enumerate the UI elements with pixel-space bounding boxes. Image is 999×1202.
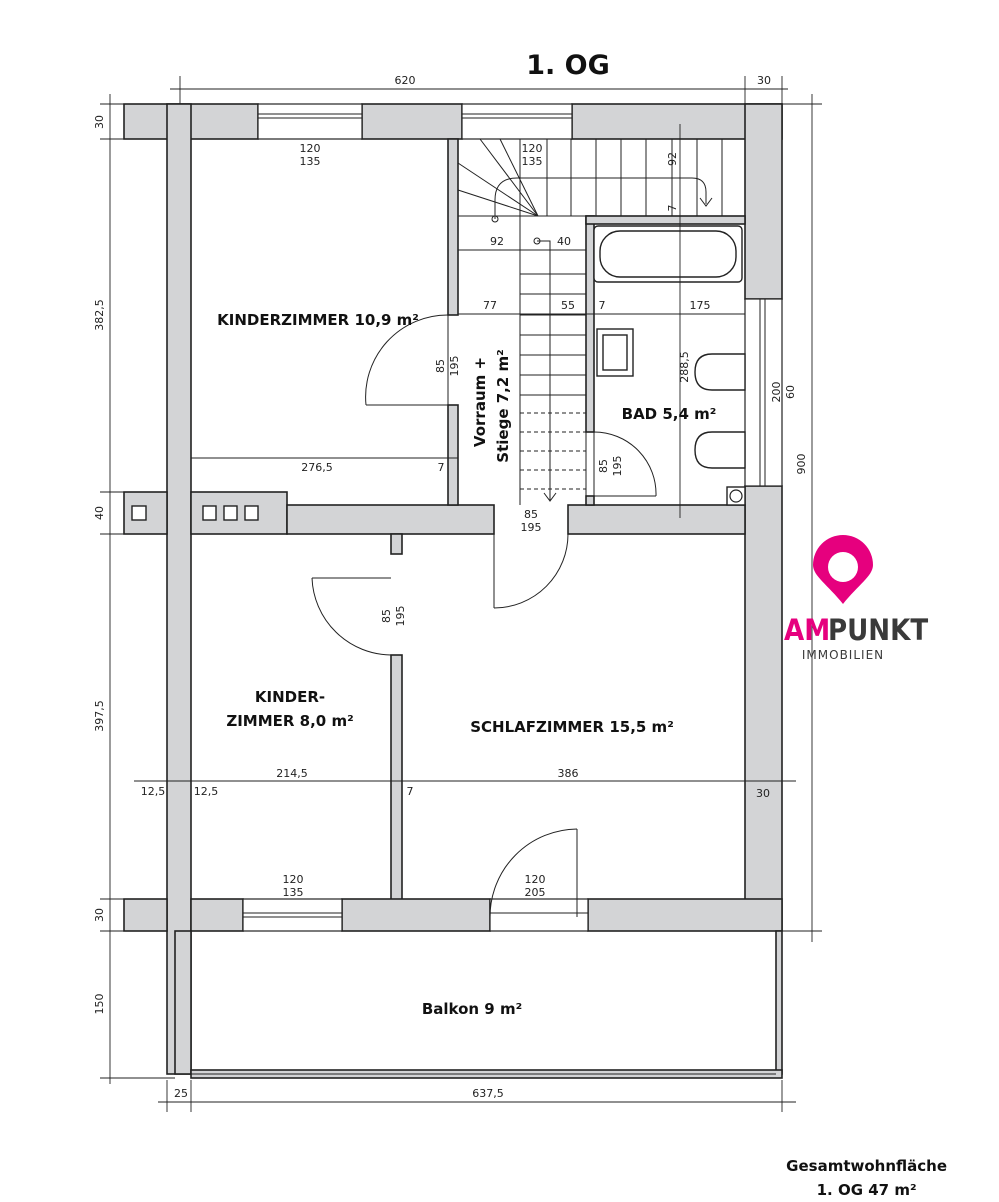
svg-text:30: 30 [757, 74, 771, 87]
svg-text:12,5: 12,5 [141, 785, 166, 798]
svg-text:288,5: 288,5 [678, 351, 691, 383]
svg-text:7: 7 [599, 299, 606, 312]
svg-text:7: 7 [407, 785, 414, 798]
svg-text:60: 60 [784, 385, 797, 399]
svg-text:7: 7 [438, 461, 445, 474]
svg-text:92: 92 [490, 235, 504, 248]
room-label-bad: BAD 5,4 m² [622, 405, 717, 423]
room-label-vorraum-line1: Vorraum + [471, 357, 489, 447]
svg-text:195: 195 [611, 456, 624, 477]
room-label-kinderzimmer-2-line1: KINDER- [255, 688, 325, 706]
svg-text:205: 205 [525, 886, 546, 899]
svg-text:85: 85 [597, 459, 610, 473]
room-label-balkon: Balkon 9 m² [422, 1000, 522, 1018]
windows [191, 103, 783, 1075]
stair-treads [520, 273, 586, 490]
svg-text:55: 55 [561, 299, 575, 312]
svg-text:40: 40 [557, 235, 571, 248]
staircase [457, 138, 746, 505]
svg-text:214,5: 214,5 [276, 767, 308, 780]
svg-text:120: 120 [522, 142, 543, 155]
room-label-schlafzimmer: SCHLAFZIMMER 15,5 m² [470, 718, 674, 736]
svg-text:195: 195 [521, 521, 542, 534]
ampunkt-logo: AM PUNKT IMMOBILIEN [784, 535, 928, 662]
svg-text:175: 175 [690, 299, 711, 312]
chimney-flues [131, 505, 259, 521]
total-area: Gesamtwohnfläche 1. OG 47 m² [786, 1154, 947, 1202]
svg-text:135: 135 [522, 155, 543, 168]
svg-text:195: 195 [448, 356, 461, 377]
svg-text:397,5: 397,5 [93, 700, 106, 732]
svg-text:637,5: 637,5 [472, 1087, 504, 1100]
svg-text:135: 135 [300, 155, 321, 168]
bathroom-fixtures [593, 225, 746, 506]
location-pin-icon [813, 535, 873, 604]
svg-text:85: 85 [524, 508, 538, 521]
svg-text:276,5: 276,5 [301, 461, 333, 474]
svg-text:200: 200 [770, 382, 783, 403]
svg-text:92: 92 [666, 152, 679, 166]
svg-text:30: 30 [93, 908, 106, 922]
room-label-kinderzimmer-1: KINDERZIMMER 10,9 m² [217, 311, 419, 329]
room-labels: KINDERZIMMER 10,9 m² BAD 5,4 m² KINDER- … [217, 311, 716, 1018]
svg-text:900: 900 [795, 454, 808, 475]
svg-text:12,5: 12,5 [194, 785, 219, 798]
svg-text:120: 120 [525, 873, 546, 886]
svg-text:25: 25 [174, 1087, 188, 1100]
logo-subtitle: IMMOBILIEN [802, 648, 884, 662]
logo-brand-am: AM [784, 613, 830, 647]
svg-text:30: 30 [756, 787, 770, 800]
logo-brand-punkt: PUNKT [828, 613, 928, 647]
svg-text:386: 386 [558, 767, 579, 780]
svg-text:85: 85 [434, 359, 447, 373]
svg-text:135: 135 [283, 886, 304, 899]
total-area-label: Gesamtwohnfläche [786, 1157, 947, 1175]
svg-text:150: 150 [93, 994, 106, 1015]
room-label-kinderzimmer-2-line2: ZIMMER 8,0 m² [226, 712, 353, 730]
svg-text:7: 7 [666, 205, 679, 212]
dimension-labels: 620 30 25 637,5 276,5 7 214,5 12,5 12,5 … [93, 74, 808, 1100]
svg-text:40: 40 [93, 506, 106, 520]
plan-title: 1. OG [526, 50, 610, 81]
dimension-lines [100, 76, 822, 1112]
svg-text:120: 120 [300, 142, 321, 155]
svg-text:195: 195 [394, 606, 407, 627]
doors [311, 314, 657, 918]
svg-text:620: 620 [395, 74, 416, 87]
svg-text:382,5: 382,5 [93, 299, 106, 331]
total-area-value: 1. OG 47 m² [816, 1181, 917, 1199]
svg-text:120: 120 [283, 873, 304, 886]
svg-text:85: 85 [380, 609, 393, 623]
svg-text:30: 30 [93, 115, 106, 129]
svg-text:77: 77 [483, 299, 497, 312]
room-label-vorraum-line2: Stiege 7,2 m² [494, 349, 512, 462]
